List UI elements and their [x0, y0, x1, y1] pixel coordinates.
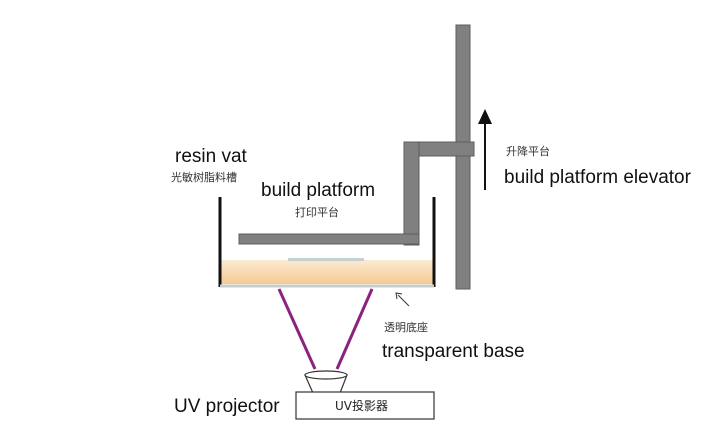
up-arrow-icon	[478, 109, 492, 124]
build-platform-cn-label: 打印平台	[295, 205, 339, 219]
resin-liquid	[221, 260, 433, 284]
projector-body	[295, 391, 435, 420]
build-platform-plate	[238, 233, 420, 245]
resin-vat-label: resin vat	[175, 146, 248, 167]
uv-beam-left	[277, 288, 317, 370]
projector-lens-top	[304, 370, 348, 380]
base-pointer-arrowhead	[395, 292, 403, 300]
base-pointer-line	[397, 294, 410, 307]
printed-part	[288, 258, 364, 261]
transparent-base-cn-label: 透明底座	[384, 320, 428, 334]
resin-vat-cn-label: 光敏树脂料槽	[171, 170, 237, 184]
build-platform-label: build platform	[261, 180, 375, 201]
uv-projector-box-label: UV投影器	[335, 398, 388, 413]
elevator-label: build platform elevator	[504, 167, 692, 188]
transparent-base-label: transparent base	[382, 341, 525, 362]
uv-beam-right	[335, 288, 374, 370]
elevator-cn-label: 升降平台	[506, 144, 550, 158]
platform-vertical-arm	[403, 141, 420, 246]
elevator-column	[455, 24, 471, 290]
uv-projector-label: UV projector	[174, 396, 280, 417]
